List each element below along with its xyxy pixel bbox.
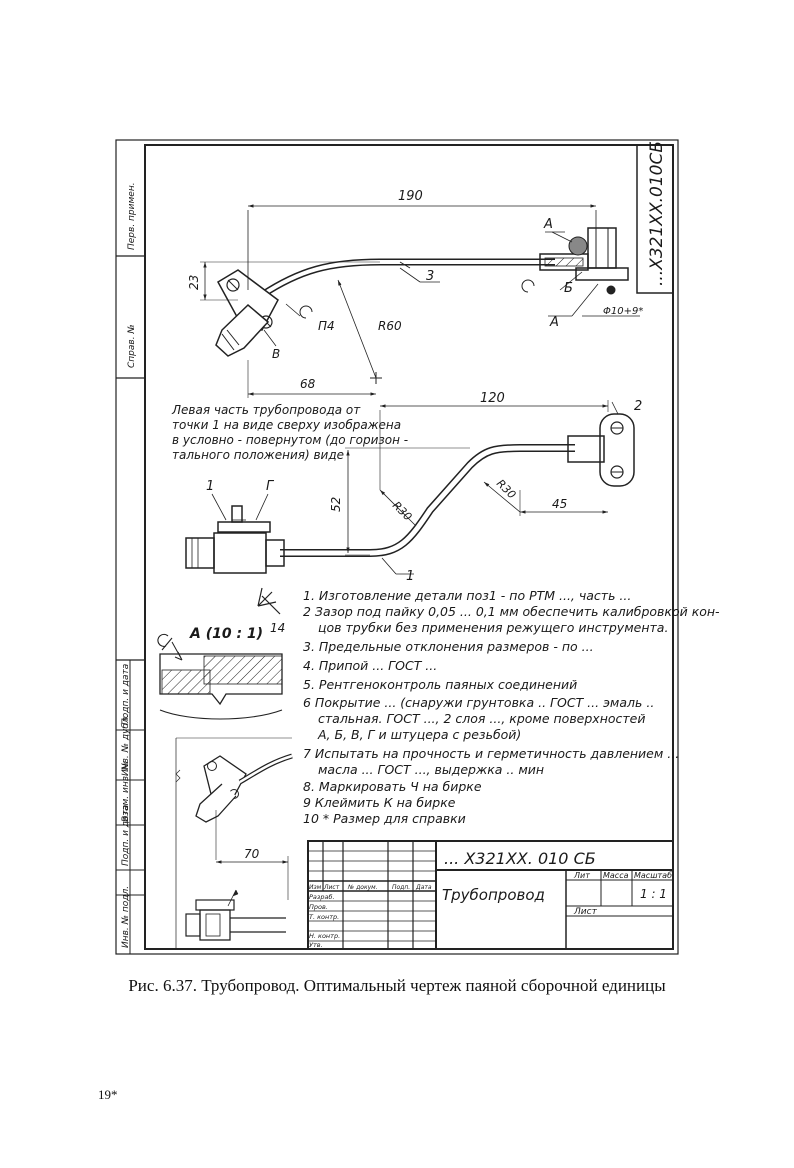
row-header: Подп. bbox=[392, 884, 410, 891]
dim-23: 23 bbox=[187, 275, 201, 290]
view-14-label: 14 bbox=[270, 621, 285, 635]
sheet-label: Лист bbox=[573, 907, 598, 917]
pos-1a: 1 bbox=[206, 479, 214, 494]
note-left-line: точки 1 на виде сверху изображена bbox=[172, 418, 401, 432]
note-left-line: в условно - повернутом (до горизон - bbox=[172, 433, 408, 447]
top-view-labels: 190 23 R60 68 3 А Б А Φ10+9* П4 В bbox=[187, 189, 643, 391]
note-line: масла ... ГОСТ ..., выдержка .. мин bbox=[318, 762, 544, 777]
view-a-section bbox=[157, 633, 283, 720]
stamp-vertical: ...X321XX.010СБ bbox=[647, 141, 667, 286]
role-label: Н. контр. bbox=[309, 932, 340, 940]
note-line: 6 Покрытие ... (снаружи грунтовка .. ГОС… bbox=[303, 695, 654, 710]
note-line: стальная. ГОСТ ..., 2 слоя ..., кроме по… bbox=[318, 711, 646, 726]
callout-b: Б bbox=[564, 281, 573, 296]
callout-a-top: А bbox=[543, 217, 553, 232]
technical-notes: 1. Изготовление детали поз1 - по РТМ ...… bbox=[303, 588, 720, 826]
col-lit: Лит bbox=[573, 871, 590, 880]
callout-g: Г bbox=[266, 479, 275, 494]
dim-120: 120 bbox=[480, 391, 505, 406]
col-mass: Масса bbox=[603, 871, 629, 880]
dim-68: 68 bbox=[300, 377, 316, 391]
note-line: 7 Испытать на прочность и герметичность … bbox=[303, 746, 679, 761]
note-line: 10 * Размер для справки bbox=[303, 811, 466, 826]
margin-labels: Перв. примен. Справ. № Подп. и дата Инв.… bbox=[121, 182, 137, 948]
title-block bbox=[307, 840, 674, 950]
pos-1b: 1 bbox=[406, 569, 414, 584]
margin-label: Инв. № дубл. bbox=[121, 714, 131, 776]
view-a-title: А (10 : 1) bbox=[189, 626, 263, 642]
margin-label: Перв. примен. bbox=[127, 182, 137, 250]
dim-phi: Φ10+9* bbox=[603, 306, 643, 317]
small-views bbox=[175, 737, 293, 950]
callout-v: В bbox=[272, 347, 280, 361]
note-line: 2 Зазор под пайку 0,05 ... 0,1 мм обеспе… bbox=[303, 604, 720, 619]
note-left-line: Левая часть трубопровода от bbox=[171, 403, 361, 417]
role-label: Утв. bbox=[309, 941, 323, 949]
dim-r30a: R30 bbox=[390, 499, 414, 523]
dim-70: 70 bbox=[244, 847, 260, 861]
dim-190: 190 bbox=[398, 189, 423, 204]
note-line: А, Б, В, Г и штуцера с резьбой) bbox=[317, 727, 521, 742]
title-block-text: ... X321XX. 010 СБ Трубопровод Лит Масса… bbox=[309, 849, 672, 949]
margin-label: Подп. и дата bbox=[121, 664, 131, 725]
scale-value: 1 : 1 bbox=[640, 887, 667, 901]
margin-label: Взам. инв. № bbox=[121, 761, 131, 822]
figure-caption: Рис. 6.37. Трубопровод. Оптимальный черт… bbox=[128, 976, 666, 995]
role-label: Пров. bbox=[309, 903, 328, 911]
view-a-labels: А (10 : 1) 14 bbox=[189, 621, 285, 642]
pos-3: 3 bbox=[426, 269, 434, 284]
note-line: 4. Припой ... ГОСТ ... bbox=[303, 658, 437, 673]
part-name: Трубопровод bbox=[442, 886, 545, 904]
role-label: Разраб. bbox=[309, 893, 335, 901]
top-view bbox=[200, 204, 640, 615]
callout-a-low: А bbox=[549, 315, 559, 330]
pos-2: 2 bbox=[634, 399, 642, 414]
row-header: № докум. bbox=[347, 884, 378, 891]
dim-r30b: R30 bbox=[494, 477, 518, 501]
callout-p4: П4 bbox=[318, 319, 335, 333]
note-left-line: тального положения) виде bbox=[172, 448, 344, 462]
note-line: 8. Маркировать Ч на бирке bbox=[303, 779, 482, 794]
margin-label: Справ. № bbox=[127, 324, 137, 368]
note-line: 1. Изготовление детали поз1 - по РТМ ...… bbox=[303, 588, 631, 603]
row-header: Дата bbox=[415, 884, 432, 891]
note-line: 9 Клеймить К на бирке bbox=[303, 795, 456, 810]
row-header: Изм bbox=[309, 884, 322, 891]
note-line: цов трубки без применения режущего инстр… bbox=[318, 620, 668, 635]
row-header: Лист bbox=[323, 884, 340, 891]
margin-label: Подп. и дата bbox=[121, 805, 131, 866]
dim-52: 52 bbox=[329, 497, 343, 512]
page-number: 19* bbox=[98, 1087, 118, 1102]
front-view bbox=[185, 400, 635, 575]
dim-r60: R60 bbox=[378, 319, 402, 333]
left-note: Левая часть трубопровода от точки 1 на в… bbox=[171, 403, 408, 462]
designation: ... X321XX. 010 СБ bbox=[444, 849, 596, 868]
col-scale: Масштаб bbox=[634, 871, 672, 880]
note-line: 5. Рентгеноконтроль паяных соединений bbox=[303, 677, 577, 692]
note-line: 3. Предельные отклонения размеров - по .… bbox=[303, 639, 594, 654]
role-label: Т. контр. bbox=[309, 913, 339, 921]
dim-45: 45 bbox=[552, 497, 567, 511]
margin-label: Инв. № подл. bbox=[121, 886, 131, 948]
